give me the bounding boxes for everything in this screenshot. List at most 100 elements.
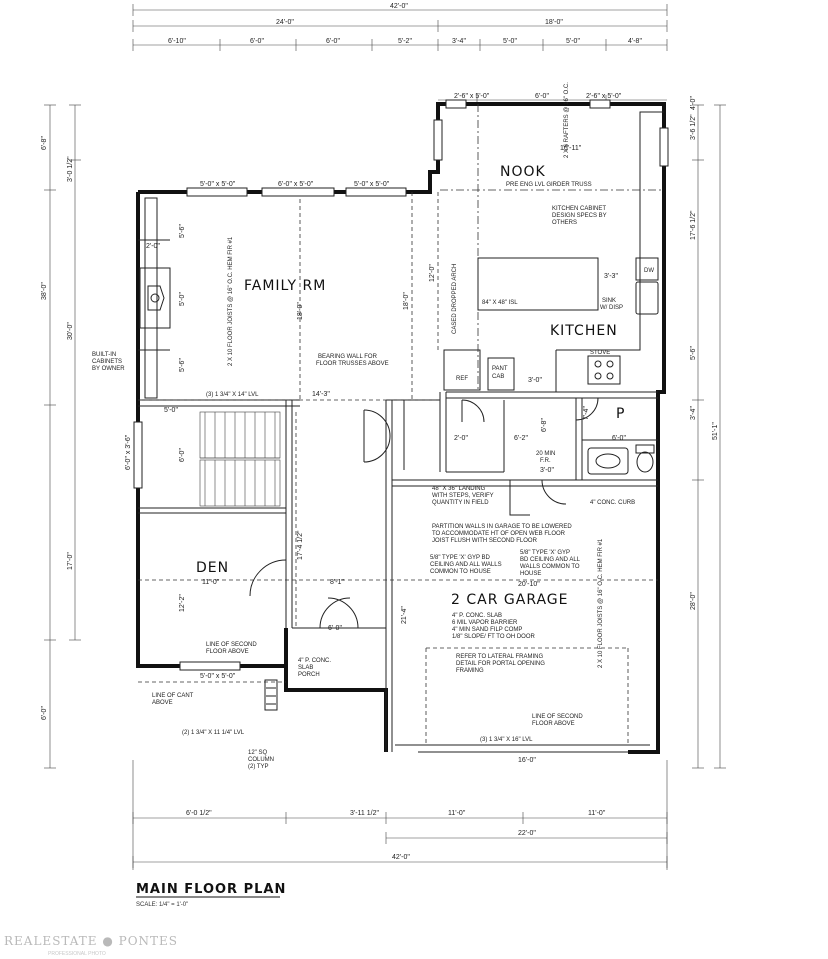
label-second-floor-den-2: FLOOR ABOVE	[206, 649, 249, 655]
porch-column	[264, 679, 278, 711]
dim-family-window-3: 5'-0" x 5'-0"	[354, 181, 390, 188]
label-landing-2: WITH STEPS, VERIFY	[432, 493, 494, 499]
dim-garage-16: 16'-0"	[518, 757, 536, 764]
label-lvl-stair: (3) 1 3/4" X 14" LVL	[206, 392, 259, 398]
label-landing-3: QUANTITY IN FIELD	[432, 500, 489, 506]
dim-nook-window-right: 2'-6" x 5'-0"	[586, 93, 622, 100]
windows	[133, 99, 669, 671]
label-partition-3: JOIST FLUSH WITH SECOND FLOOR	[432, 538, 538, 544]
label-fr-2: F.R.	[540, 458, 551, 464]
label-landing-1: 48" X 36" LANDING	[432, 486, 486, 492]
dashed-lines	[138, 104, 664, 745]
label-slab-2: 6 MIL VAPOR BARRIER	[452, 620, 518, 626]
dim-right-3b: 3'-4"	[690, 406, 697, 420]
dim-den-11: 11'-0"	[202, 579, 220, 586]
label-gyp-left-2: CEILING AND ALL WALLS	[430, 562, 502, 568]
dim-den-6: 6'-0"	[328, 625, 342, 632]
label-gyp-left-3: COMMON TO HOUSE	[430, 569, 491, 575]
dim-den-17: 17'-4 1/2"	[297, 530, 304, 560]
dim-garage-20: 20'-10"	[518, 581, 540, 588]
dim-fireplace-5a: 5'-6"	[179, 224, 186, 238]
dim-seg8: 4'-8"	[628, 38, 642, 45]
watermark-logo: REALESTATE ● PONTES PROFESSIONAL PHOTO	[4, 934, 178, 957]
label-slab-1: 4" P. CONC. SLAB	[452, 613, 502, 619]
dim-powder-7: 7'-4"	[583, 406, 590, 420]
label-curb: 4" CONC. CURB	[590, 500, 635, 506]
label-gyp-right-1: 5/8" TYPE 'X' GYP	[520, 550, 570, 556]
label-second-floor-garage-1: LINE OF SECOND	[532, 714, 583, 720]
interior-walls	[138, 197, 658, 752]
drawing-title: MAIN FLOOR PLAN	[136, 882, 286, 897]
dim-seg4: 5'-2"	[398, 38, 412, 45]
dim-fireplace-5b: 5'-0"	[179, 292, 186, 306]
dim-hall-3: 3'-0"	[528, 377, 542, 384]
dim-bottom-42: 42'-0"	[392, 854, 410, 861]
label-partition-1: PARTITION WALLS IN GARAGE TO BE LOWERED	[432, 524, 572, 530]
label-slab-4: 1/8" SLOPE/ FT TO OH DOOR	[452, 634, 535, 640]
label-lateral-1: REFER TO LATERAL FRAMING	[456, 654, 543, 660]
side-dimensions	[44, 104, 726, 769]
label-bearing-2: FLOOR TRUSSES ABOVE	[316, 361, 389, 367]
label-porch-2: SLAB	[298, 665, 313, 671]
label-column-2: COLUMN	[248, 757, 274, 763]
dim-fireplace-5c: 5'-6"	[179, 358, 186, 372]
label-column-1: 12" SQ	[248, 750, 267, 756]
dim-top-right: 18'-0"	[545, 19, 563, 26]
dim-stair-14: 14'-3"	[312, 391, 330, 398]
dim-fireplace-2: 2'-0"	[146, 243, 160, 250]
dim-den-window: 5'-0" x 5'-0"	[200, 673, 236, 680]
dim-den-12: 12'-2"	[179, 594, 186, 612]
label-joists-garage: 2 X 10 FLOOR JOISTS @ 16" O.C. HEM FIR #…	[598, 538, 604, 668]
room-nook: NOOK	[500, 164, 546, 180]
bottom-dimensions	[132, 760, 668, 870]
dim-right-5: 5'-6"	[690, 346, 697, 360]
fireplace	[138, 239, 171, 351]
label-second-floor-garage-2: FLOOR ABOVE	[532, 721, 575, 727]
dim-bottom-11a: 11'-0"	[448, 810, 466, 817]
label-lateral-2: DETAIL FOR PORTAL OPENING	[456, 661, 545, 667]
dim-left-6: 6'-8"	[41, 136, 48, 150]
label-slab-3: 4" MIN SAND FILP COMP	[452, 627, 522, 633]
dim-stair-6: 6'-0"	[179, 448, 186, 462]
room-family: FAMILY RM	[244, 278, 326, 294]
label-dw: DW	[644, 268, 654, 274]
label-bearing-1: BEARING WALL FOR	[318, 354, 378, 360]
powder-fixtures	[587, 444, 655, 475]
label-column-3: (2) TYP	[248, 764, 269, 770]
label-ref: REF	[456, 376, 468, 382]
label-gyp-right-4: HOUSE	[520, 571, 541, 577]
staircase	[199, 411, 281, 507]
label-truss: PRE ENG LVL GIRDER TRUSS	[506, 182, 592, 188]
dim-den-8: 8'-1"	[330, 579, 344, 586]
doors	[249, 397, 599, 629]
label-gyp-right-3: WALLS COMMON TO	[520, 564, 580, 570]
label-cant-1: LINE OF CANT	[152, 693, 194, 699]
watermark-tagline: PROFESSIONAL PHOTO	[48, 951, 106, 957]
watermark-brand: REALESTATE ● PONTES	[4, 934, 178, 948]
dim-nook-mid: 6'-0"	[535, 93, 549, 100]
dim-family-depth: 18'-0"	[297, 302, 304, 320]
label-joists-family: 2 X 10 FLOOR JOISTS @ 16" O.C. HEM FIR #…	[228, 236, 234, 366]
label-builtin-3: BY OWNER	[92, 366, 125, 372]
label-kitchen-spec-1: KITCHEN CABINET	[552, 206, 606, 212]
label-fr-1: 20 MIN	[536, 451, 555, 457]
room-garage: 2 CAR GARAGE	[451, 592, 569, 608]
label-porch-3: PORCH	[298, 672, 320, 678]
dim-bottom-6: 6'-0 1/2"	[186, 810, 212, 817]
dim-left-30: 30'-0"	[67, 322, 74, 340]
dim-right-28: 28'-0"	[690, 592, 697, 610]
dim-hall-2: 2'-0"	[454, 435, 468, 442]
dim-side-window: 6'-0" x 3'-6"	[125, 434, 132, 470]
dim-hall-6b: 6'-8"	[541, 418, 548, 432]
dim-fr-3: 3'-0"	[540, 467, 554, 474]
dim-left-6b: 6'-0"	[41, 706, 48, 720]
dim-family-window-1: 5'-0" x 5'-0"	[200, 181, 236, 188]
dim-left-17: 17'-0"	[67, 552, 74, 570]
dim-bottom-11b: 11'-0"	[588, 810, 606, 817]
room-den: DEN	[196, 560, 229, 576]
dim-right-4: 4'-0"	[690, 96, 697, 110]
dim-nook-window-left: 2'-6" x 5'-0"	[454, 93, 490, 100]
dim-family-window-2: 6'-0" x 5'-0"	[278, 181, 314, 188]
dim-hall-6: 6'-2"	[514, 435, 528, 442]
dim-seg5: 3'-4"	[452, 38, 466, 45]
